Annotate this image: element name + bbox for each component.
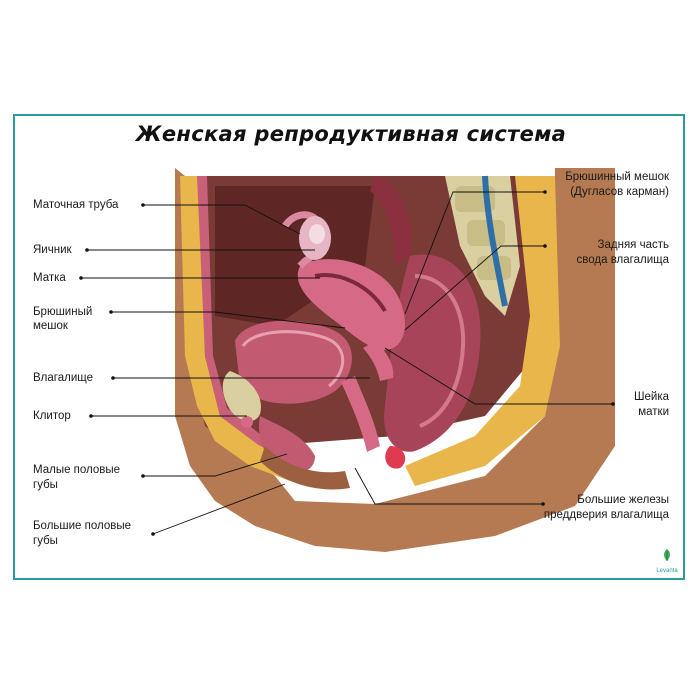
label-posterior-fornix-line1: Задняя часть <box>597 239 669 251</box>
body-skin <box>175 168 615 552</box>
leader-dot <box>611 402 615 406</box>
leader-dot <box>141 203 145 207</box>
vagina-canal <box>341 376 380 452</box>
bladder-wall <box>241 330 345 388</box>
rectum-highlight <box>414 274 466 428</box>
leader-dot <box>541 502 545 506</box>
label-labia-minora-line2: губы <box>33 479 58 491</box>
leader-cervix <box>384 347 613 405</box>
leader-labia-majora <box>152 483 286 535</box>
label-labia-majora-line2: губы <box>33 535 58 547</box>
label-vagina: Влагалище <box>33 372 93 384</box>
label-labia-majora-line1: Большие половые <box>33 520 132 532</box>
bartholin-gland <box>385 446 406 469</box>
label-uterus: Матка <box>33 272 66 284</box>
label-douglas-line2: (Дугласов карман) <box>570 186 669 198</box>
vertebra-2 <box>467 220 505 246</box>
label-peritoneal-pouch-line2: мешок <box>33 320 68 332</box>
leader-dot <box>151 532 155 536</box>
leader-dot <box>543 244 547 248</box>
deep-cavity-shadow <box>215 186 375 326</box>
cervix <box>363 341 394 381</box>
label-cervix-line2: матки <box>638 406 669 418</box>
posterior-fat-layer <box>405 176 560 486</box>
leader-dot <box>111 376 115 380</box>
bladder <box>235 320 352 404</box>
label-ovary: Яичник <box>33 244 72 256</box>
label-peritoneal-pouch-line1: Брюшиный <box>33 306 93 318</box>
leader-lines <box>79 190 615 536</box>
leader-labia-minora <box>143 453 288 477</box>
leader-dot <box>85 248 89 252</box>
anatomy-illustration <box>175 168 615 552</box>
label-fallopian-tube: Маточная труба <box>33 199 119 211</box>
clitoris-shape <box>241 416 253 428</box>
label-posterior-fornix-line2: свода влагалища <box>576 254 669 266</box>
pubic-bone <box>222 371 261 422</box>
label-bartholin-line1: Большие железы <box>577 494 669 506</box>
leader-peritoneal-pouch <box>111 311 346 329</box>
label-cervix-line1: Шейка <box>633 391 669 403</box>
label-clitoris: Клитор <box>33 410 71 422</box>
leader-posterior-fornix <box>404 245 545 331</box>
label-labia-minora-line1: Малые половые <box>33 464 121 476</box>
ovary-follicle <box>309 224 325 244</box>
poster-frame: Женская репродуктивная система Маточная … <box>13 114 685 580</box>
levanta-logo: Levanta <box>655 548 679 574</box>
leader-fallopian-tube <box>143 204 301 235</box>
anterior-fat-layer <box>180 176 290 481</box>
sigmoid-colon <box>370 176 412 266</box>
uterine-cavity <box>314 273 387 313</box>
leader-dot <box>109 310 113 314</box>
page-title: Женская репродуктивная система <box>135 122 567 146</box>
label-douglas-line1: Брюшинный мешок <box>565 171 669 183</box>
leader-dot <box>543 190 547 194</box>
vertebra-3 <box>477 256 511 280</box>
leader-bartholin <box>354 467 543 505</box>
leader-dot <box>89 414 93 418</box>
labia-majora-shape <box>260 446 350 490</box>
uterus-body <box>297 259 405 350</box>
leader-dot <box>141 474 145 478</box>
label-bartholin-line2: преддверия влагалища <box>543 509 669 521</box>
logo-text: Levanta <box>656 568 678 574</box>
leader-dot <box>79 276 83 280</box>
anterior-muscle-band <box>197 176 291 461</box>
spinal-vein <box>482 175 508 307</box>
leaf-icon <box>664 549 670 561</box>
leader-douglas <box>404 191 545 315</box>
